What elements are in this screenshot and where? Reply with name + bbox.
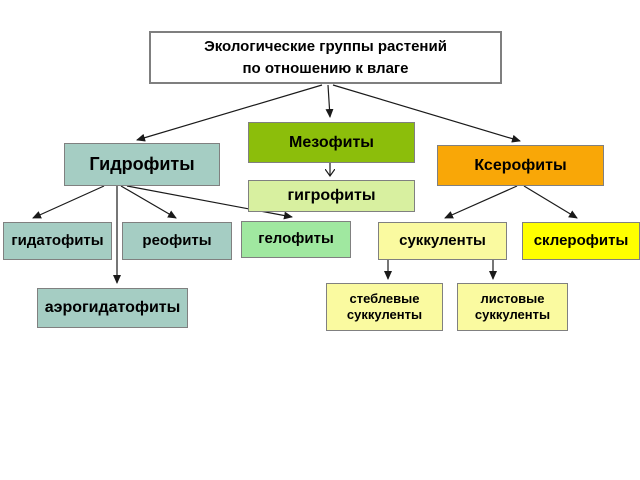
node-hydatophytes-label: гидатофиты xyxy=(11,231,104,249)
node-hygrophytes: гигрофиты xyxy=(248,180,415,212)
node-sclerophytes-label: склерофиты xyxy=(533,231,629,249)
node-sclerophytes: склерофиты xyxy=(522,222,640,260)
node-succulents-label: суккуленты xyxy=(399,231,486,249)
node-helophytes-label: гелофиты xyxy=(258,230,334,248)
connector-root-xerophytes xyxy=(332,84,521,143)
node-mesophytes: Мезофиты xyxy=(248,122,415,163)
node-aerohydatophytes-label: аэрогидатофиты xyxy=(44,299,181,316)
node-helophytes: гелофиты xyxy=(241,221,351,258)
node-hydrophytes: Гидрофиты xyxy=(64,143,220,186)
connector-root-hydrophytes xyxy=(136,84,323,142)
node-leaf-succulents-label: листовые суккуленты xyxy=(474,290,551,322)
node-mesophytes-label: Мезофиты xyxy=(289,133,374,151)
node-stem-succulents: стеблевые суккуленты xyxy=(326,283,443,331)
node-leaf-succulents: листовые суккуленты xyxy=(457,283,568,331)
connector-hydro-hydatophytes xyxy=(32,185,105,219)
node-hygrophytes-label: гигрофиты xyxy=(287,187,376,204)
node-stem-succulents-label: стеблевые суккуленты xyxy=(346,290,423,322)
node-root-title-label: Экологические группы растений по отношен… xyxy=(204,37,447,77)
node-succulents: суккуленты xyxy=(378,222,507,260)
node-hydrophytes-label: Гидрофиты xyxy=(89,154,195,175)
node-xerophytes: Ксерофиты xyxy=(437,145,604,186)
node-rheophytes: реофиты xyxy=(122,222,232,260)
connector-root-mesophytes xyxy=(325,84,334,118)
connector-xero-sclerophytes xyxy=(523,185,578,219)
node-xerophytes-label: Ксерофиты xyxy=(474,156,567,174)
connector-xero-succulents xyxy=(444,185,518,219)
node-aerohydatophytes: аэрогидатофиты xyxy=(37,288,188,328)
node-root-title: Экологические группы растений по отношен… xyxy=(149,31,502,84)
connector-hydro-rheophytes xyxy=(120,185,177,219)
node-hydatophytes: гидатофиты xyxy=(3,222,112,260)
node-rheophytes-label: реофиты xyxy=(142,231,212,249)
